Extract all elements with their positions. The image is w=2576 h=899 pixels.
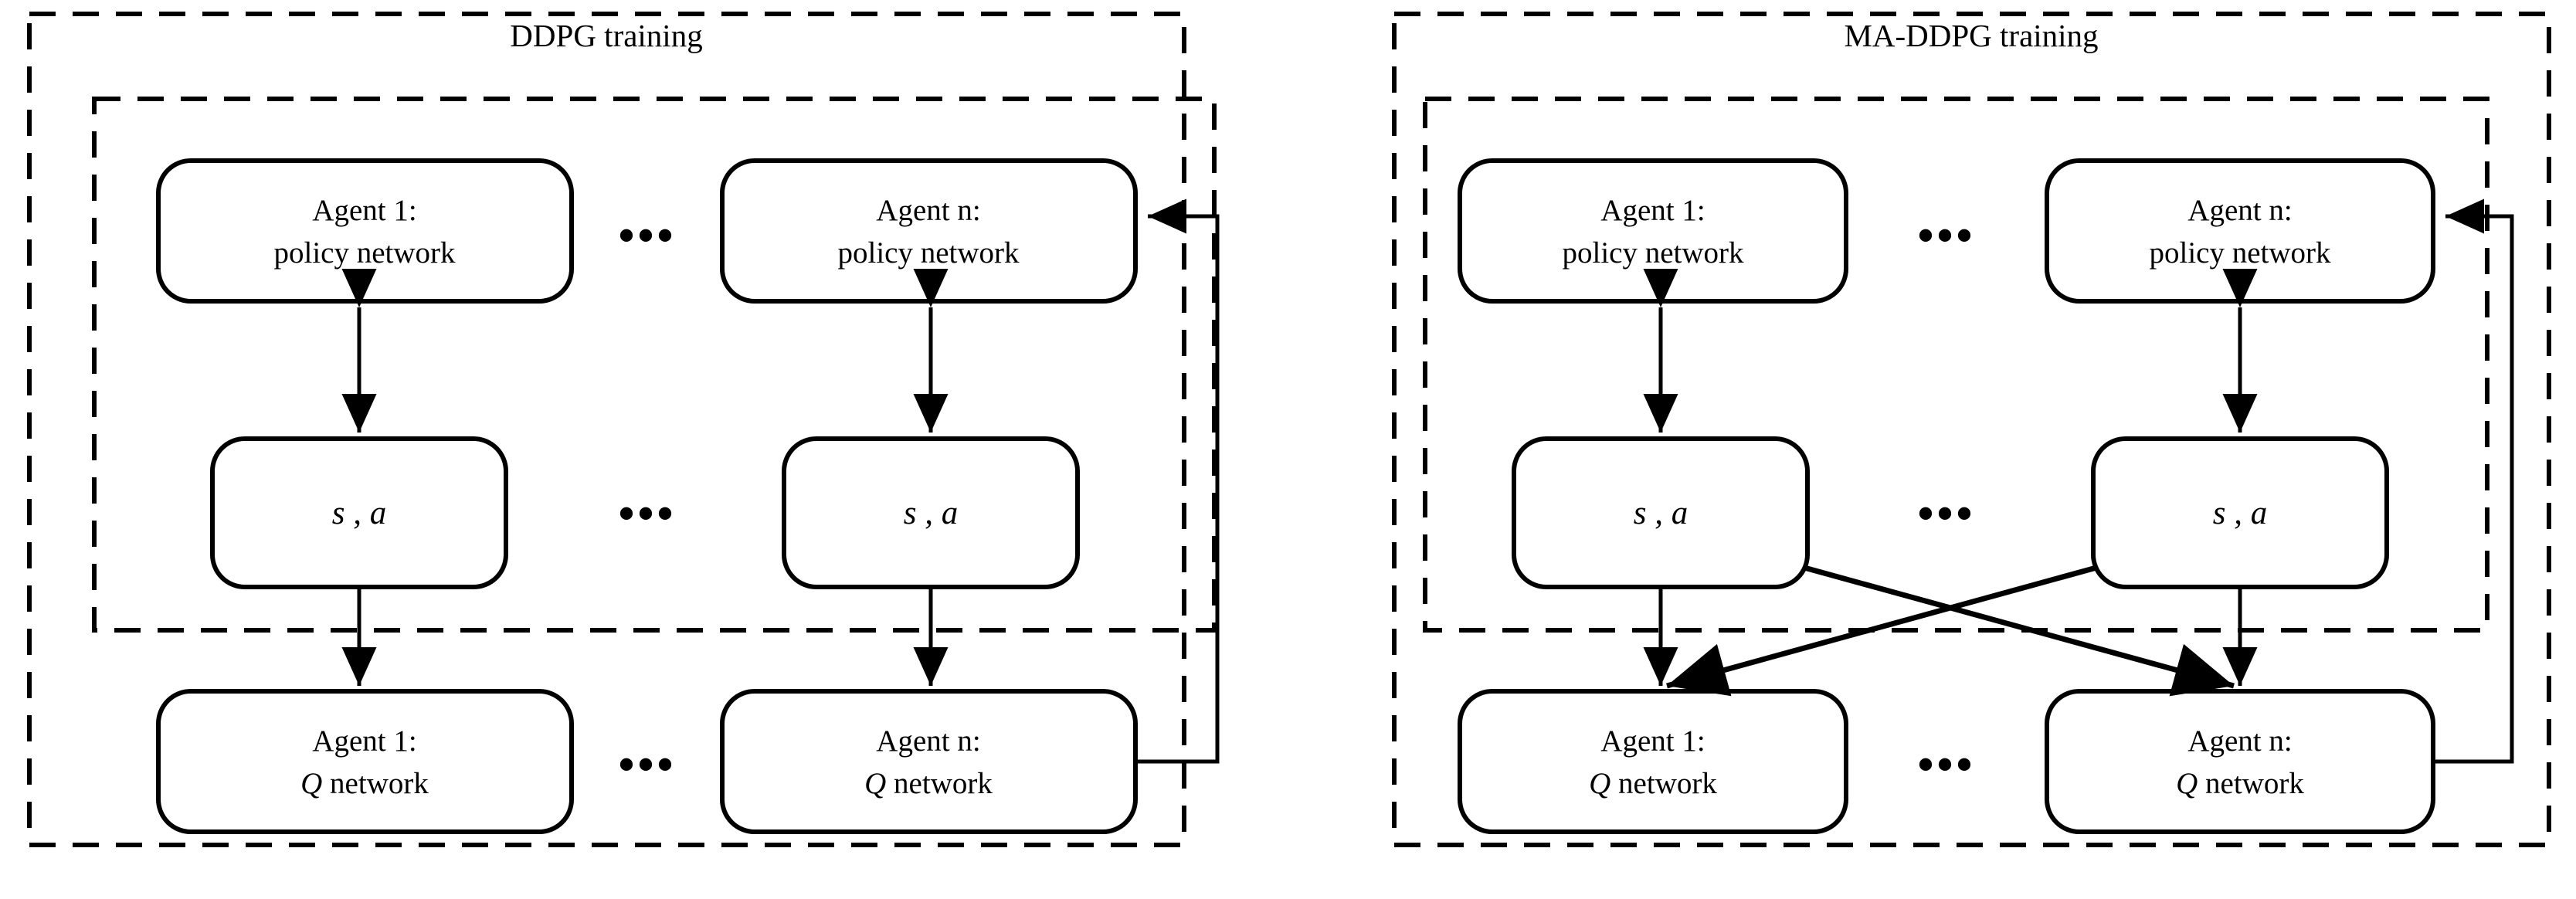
ddpg-policy-1-line2: policy network xyxy=(273,236,456,270)
maddpg-q-1-symbol: Q xyxy=(1589,767,1610,800)
ddpg-q-n-line2: Q network xyxy=(864,767,993,800)
maddpg-q-1-box[interactable] xyxy=(1458,689,1848,834)
maddpg-policy-n-line1: Agent n: xyxy=(2187,194,2292,227)
ddpg-node-q-n[interactable]: Agent n: Q network xyxy=(720,689,1138,834)
maddpg-inner-dashed-boundary xyxy=(1423,97,2489,633)
ddpg-policy-1-box[interactable] xyxy=(156,158,574,304)
maddpg-node-sa-1[interactable]: s , a xyxy=(1512,436,1810,589)
ddpg-inner-dashed-boundary xyxy=(92,97,1217,633)
maddpg-sa-row-ellipsis: ••• xyxy=(1917,488,1975,539)
ddpg-q-1-network-word: network xyxy=(322,767,429,800)
ddpg-policy-row-ellipsis: ••• xyxy=(618,210,676,261)
maddpg-node-sa-n[interactable]: s , a xyxy=(2091,436,2389,589)
maddpg-node-q-n[interactable]: Agent n: Q network xyxy=(2045,689,2435,834)
maddpg-node-policy-1[interactable]: Agent 1: policy network xyxy=(1458,158,1848,304)
ddpg-q-n-symbol: Q xyxy=(864,767,886,800)
ddpg-outer-dashed-boundary xyxy=(27,12,1186,847)
maddpg-policy-n-line2: policy network xyxy=(2149,236,2331,270)
maddpg-q-n-line2: Q network xyxy=(2176,767,2304,800)
maddpg-policy-row-ellipsis: ••• xyxy=(1917,210,1975,261)
ddpg-q-1-symbol: Q xyxy=(300,767,322,800)
ddpg-q-1-box[interactable] xyxy=(156,689,574,834)
maddpg-q-1-network-word: network xyxy=(1610,767,1717,800)
maddpg-q-1-line2: Q network xyxy=(1589,767,1717,800)
ddpg-q-1-line2: Q network xyxy=(300,767,429,800)
maddpg-edge-feedback-loop xyxy=(2433,198,2514,764)
ddpg-policy-n-line2: policy network xyxy=(837,236,1020,270)
maddpg-edge-san-q1-cross xyxy=(1666,565,2097,697)
ddpg-node-policy-1[interactable]: Agent 1: policy network xyxy=(156,158,574,304)
maddpg-q-n-box[interactable] xyxy=(2045,689,2435,834)
ddpg-node-sa-1[interactable]: s , a xyxy=(210,436,508,589)
maddpg-outer-dashed-boundary xyxy=(1392,12,2551,847)
ddpg-node-sa-n[interactable]: s , a xyxy=(782,436,1080,589)
ddpg-q-row-ellipsis: ••• xyxy=(618,739,676,790)
maddpg-q-n-line1: Agent n: xyxy=(2187,724,2292,758)
maddpg-q-row-ellipsis: ••• xyxy=(1917,739,1975,790)
maddpg-node-q-1[interactable]: Agent 1: Q network xyxy=(1458,689,1848,834)
ddpg-node-policy-n[interactable]: Agent n: policy network xyxy=(720,158,1138,304)
maddpg-edge-sa1-qn-cross xyxy=(1804,565,2235,697)
maddpg-policy-1-line2: policy network xyxy=(1562,236,1744,270)
ddpg-sa-n-label: s , a xyxy=(904,495,958,531)
maddpg-q-n-symbol: Q xyxy=(2176,767,2198,800)
ddpg-node-q-1[interactable]: Agent 1: Q network xyxy=(156,689,574,834)
ddpg-q-n-line1: Agent n: xyxy=(876,724,980,758)
maddpg-sa-1-label: s , a xyxy=(1634,495,1688,531)
maddpg-node-policy-n[interactable]: Agent n: policy network xyxy=(2045,158,2435,304)
panel-maddpg: MA-DDPG training Agent 1: policy network… xyxy=(1392,12,2551,847)
ddpg-sa-row-ellipsis: ••• xyxy=(618,488,676,539)
ddpg-edge-feedback-loop xyxy=(1135,198,1220,764)
ddpg-sa-1-label: s , a xyxy=(332,495,386,531)
maddpg-panel-title: MA-DDPG training xyxy=(1844,18,2098,53)
maddpg-q-1-line1: Agent 1: xyxy=(1600,724,1705,758)
ddpg-q-1-line1: Agent 1: xyxy=(312,724,416,758)
ddpg-policy-n-box[interactable] xyxy=(720,158,1138,304)
maddpg-sa-n-label: s , a xyxy=(2213,495,2267,531)
maddpg-policy-n-box[interactable] xyxy=(2045,158,2435,304)
panel-ddpg: DDPG training Agent 1: policy network ••… xyxy=(27,12,1220,847)
maddpg-q-n-network-word: network xyxy=(2198,767,2304,800)
ddpg-panel-title: DDPG training xyxy=(510,18,702,53)
maddpg-policy-1-box[interactable] xyxy=(1458,158,1848,304)
ddpg-policy-n-line1: Agent n: xyxy=(876,194,980,227)
maddpg-policy-1-line1: Agent 1: xyxy=(1600,194,1705,227)
ddpg-policy-1-line1: Agent 1: xyxy=(312,194,416,227)
ddpg-q-n-network-word: network xyxy=(886,767,993,800)
ddpg-q-n-box[interactable] xyxy=(720,689,1138,834)
